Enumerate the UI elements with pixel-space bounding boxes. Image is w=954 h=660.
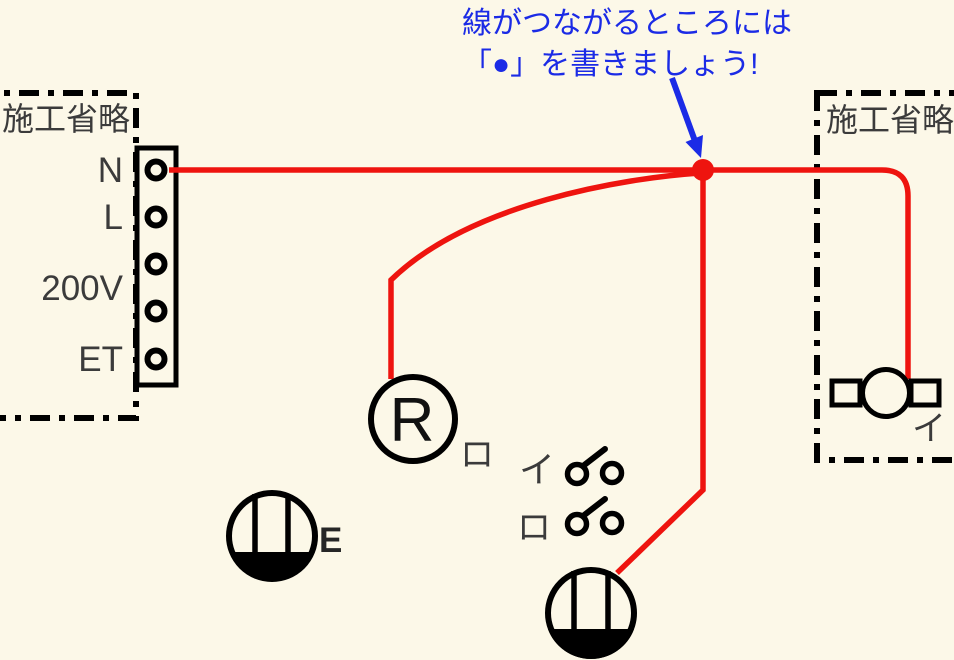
right-construction-omitted-box	[814, 90, 954, 463]
terminal-circle-n	[144, 158, 168, 182]
switch-ro: ロ	[517, 496, 625, 547]
wire-branch-transformer	[388, 170, 701, 379]
right-box-title: 施工省略	[826, 102, 954, 138]
outlet-bottom-fill	[547, 629, 635, 659]
junction-dot	[692, 159, 714, 181]
terminal-label-l: L	[104, 198, 123, 237]
ringing-transformer-letter: R	[390, 386, 435, 455]
annotation-line2: 「●」を書きましょう!	[462, 48, 758, 81]
annotation-arrow-head	[685, 135, 703, 158]
lamp-body	[860, 367, 912, 419]
switch-i-label: イ	[519, 449, 555, 490]
switch-ro-terminal-right	[599, 510, 625, 536]
lamp-bar-left	[829, 378, 863, 408]
outlet-bottom	[545, 567, 637, 659]
switch-i: イ	[519, 446, 625, 490]
annotation-arrow-shaft	[669, 76, 698, 143]
ringing-transformer-label: ロ	[460, 436, 494, 474]
terminal-label-n: N	[98, 151, 123, 190]
switch-i-terminal-right	[599, 460, 625, 486]
switch-ro-label: ロ	[517, 509, 551, 547]
terminal-label-200v: 200V	[41, 269, 123, 308]
switch-ro-terminal-left	[564, 511, 590, 537]
terminal-label-et: ET	[78, 340, 123, 379]
terminal-circle-et	[144, 347, 168, 371]
switch-ro-lever	[580, 496, 608, 519]
switch-i-terminal-left	[564, 461, 590, 487]
wire-neutral-main	[169, 167, 911, 379]
lamp-label: イ	[912, 410, 946, 448]
left-box-title: 施工省略	[2, 101, 130, 137]
ringing-transformer: R ロ	[368, 374, 494, 474]
switch-i-lever	[580, 446, 608, 469]
outlet-earth-label: E	[319, 521, 342, 560]
annotation-line1: 線がつながるところには	[462, 7, 792, 40]
terminal-circle-l	[144, 205, 168, 229]
annotation-arrow	[669, 76, 703, 158]
outlet-earth: E	[226, 490, 342, 582]
terminal-circle-200v-1	[144, 252, 168, 276]
lamp-device: イ	[829, 367, 946, 448]
ringing-transformer-circle	[368, 374, 458, 464]
lamp-bar-right	[908, 378, 942, 408]
wire-branch-outlet	[615, 176, 706, 575]
terminal-circle-200v-2	[144, 299, 168, 323]
outlet-earth-fill	[229, 552, 315, 581]
